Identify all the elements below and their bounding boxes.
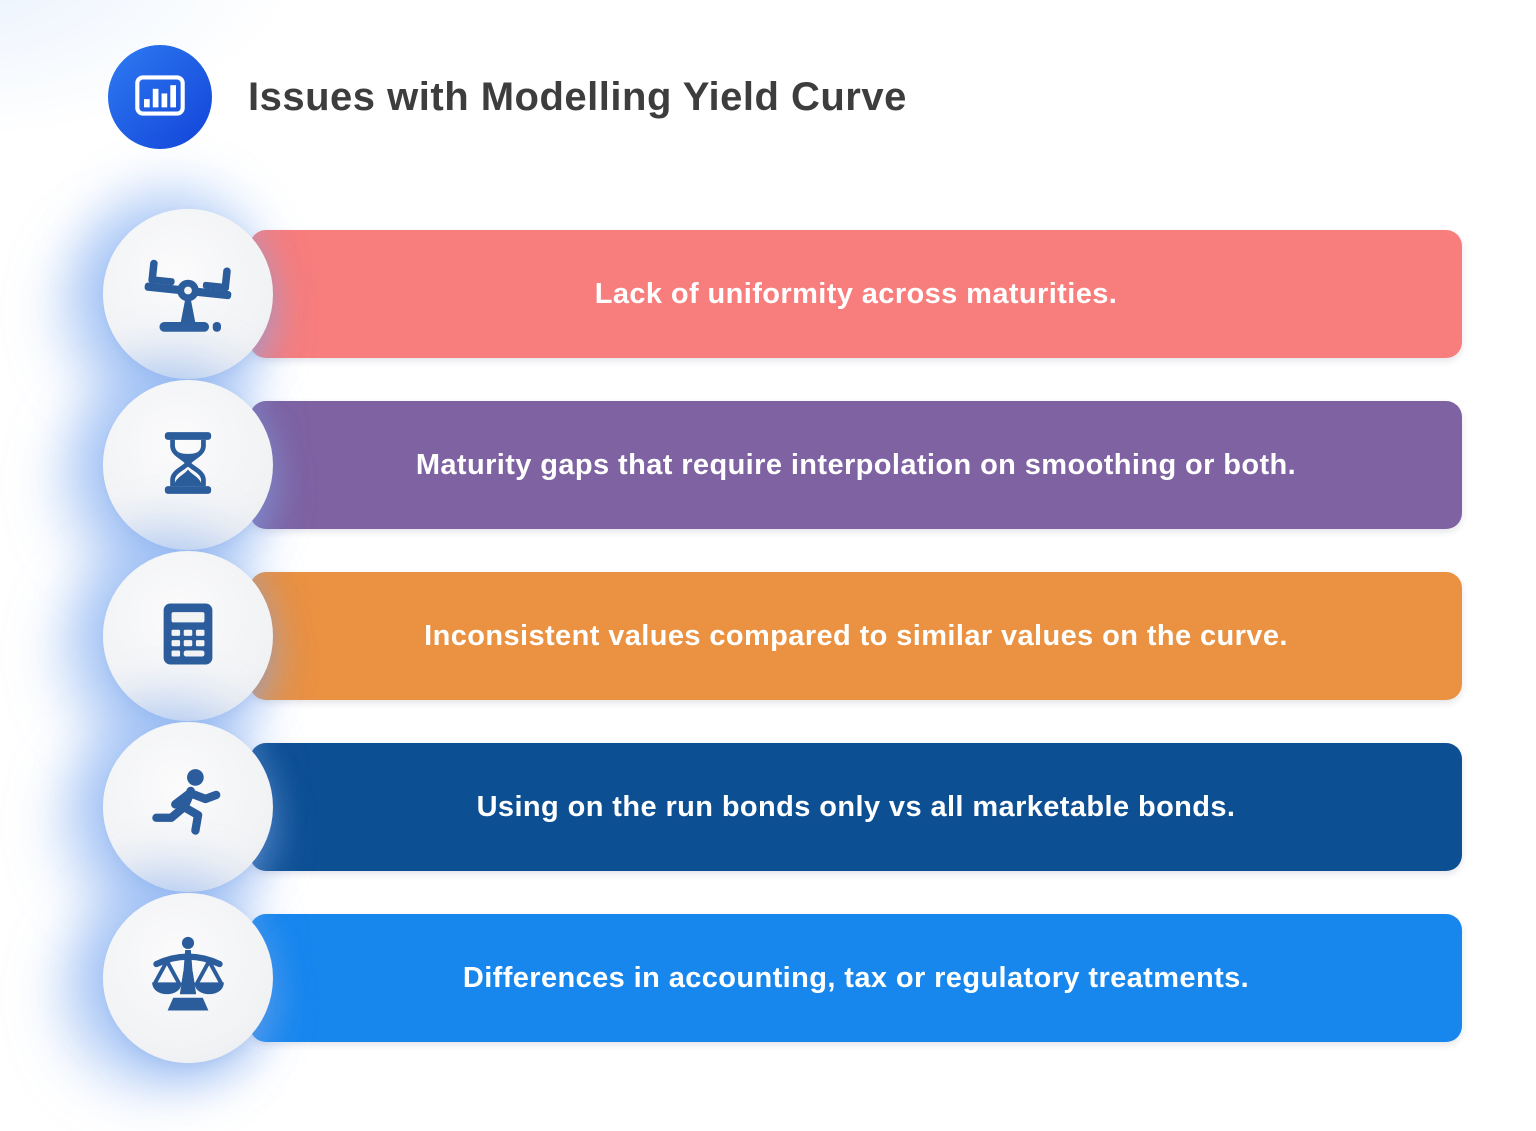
hourglass-icon	[150, 425, 226, 506]
issue-bar-4: Using on the run bonds only vs all marke…	[250, 743, 1462, 871]
page-title: Issues with Modelling Yield Curve	[248, 74, 907, 119]
issue-bar-5: Differences in accounting, tax or regula…	[250, 914, 1462, 1042]
issue-text-5: Differences in accounting, tax or regula…	[462, 961, 1250, 994]
issue-bar-1: Lack of uniformity across maturities.	[250, 230, 1462, 358]
issue-icon-circle-2	[103, 380, 273, 550]
calculator-icon	[149, 595, 227, 678]
bar-chart-icon	[127, 62, 193, 133]
header-icon-circle	[108, 45, 212, 149]
scales-icon	[143, 931, 233, 1026]
issue-icon-circle-1	[103, 209, 273, 379]
issue-icon-circle-3	[103, 551, 273, 721]
issue-icon-circle-4	[103, 722, 273, 892]
seesaw-icon	[140, 244, 236, 345]
issue-text-2: Maturity gaps that require interpolation…	[415, 448, 1297, 481]
issue-icon-circle-5	[103, 893, 273, 1063]
issue-bar-2: Maturity gaps that require interpolation…	[250, 401, 1462, 529]
runner-icon	[145, 762, 231, 853]
issue-text-4: Using on the run bonds only vs all marke…	[476, 790, 1236, 823]
issue-text-3: Inconsistent values compared to similar …	[424, 619, 1288, 652]
issue-bar-3: Inconsistent values compared to similar …	[250, 572, 1462, 700]
issue-text-1: Lack of uniformity across maturities.	[594, 277, 1118, 310]
